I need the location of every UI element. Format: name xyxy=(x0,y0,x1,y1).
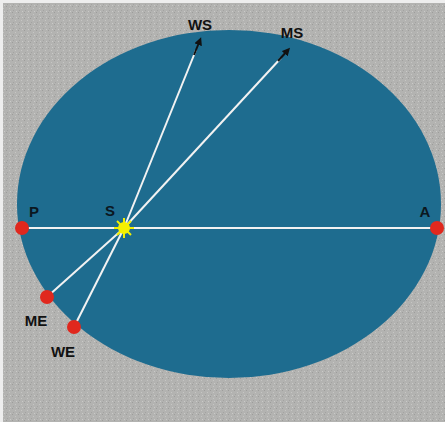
orbit-lines xyxy=(22,50,437,327)
sun-symbol xyxy=(114,218,134,238)
orbit-label: ME xyxy=(25,313,48,328)
orbit-label: MS xyxy=(281,25,304,40)
orbit-label: WS xyxy=(188,17,212,32)
orbit-label: WE xyxy=(51,344,75,359)
planet-dots xyxy=(15,221,444,334)
orbit-label: A xyxy=(420,204,431,219)
orbit-label: P xyxy=(29,204,39,219)
orbit-label: S xyxy=(105,203,115,218)
orbit-ellipse xyxy=(17,30,441,378)
